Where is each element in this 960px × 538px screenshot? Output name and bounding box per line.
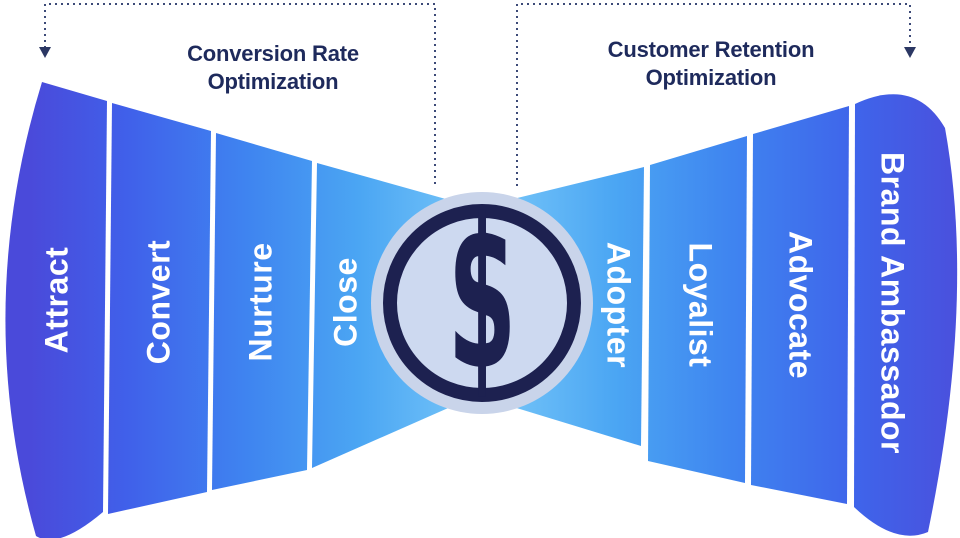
right-section-title: Customer Retention Optimization bbox=[607, 37, 815, 90]
stage-label-advocate: Advocate bbox=[782, 230, 819, 380]
funnel-stage-brand-ambassador-shape bbox=[854, 94, 958, 536]
dashed-bracket-left bbox=[44, 3, 436, 184]
down-arrow-icon bbox=[904, 47, 916, 58]
funnel-stage-nurture-shape bbox=[212, 133, 312, 490]
stage-label-adopter: Adopter bbox=[600, 241, 637, 369]
stage-label-brand-ambassador: Brand Ambassador bbox=[874, 152, 911, 454]
left-section-title: Conversion Rate Optimization bbox=[187, 41, 359, 94]
funnel-stage-loyalist-shape bbox=[648, 136, 747, 483]
funnel-stage-advocate-shape bbox=[751, 106, 849, 504]
down-arrow-icon bbox=[39, 47, 51, 58]
stage-label-attract: Attract bbox=[38, 246, 75, 354]
stage-label-close: Close bbox=[327, 257, 364, 347]
stage-label-nurture: Nurture bbox=[242, 242, 279, 362]
funnel-stage-convert-shape bbox=[108, 103, 211, 514]
stage-label-convert: Convert bbox=[140, 239, 177, 365]
funnel-stage-attract-shape bbox=[5, 82, 107, 538]
stage-label-loyalist: Loyalist bbox=[682, 242, 719, 368]
dashed-bracket-right bbox=[516, 3, 911, 186]
dollar-symbol: $ bbox=[447, 175, 517, 416]
